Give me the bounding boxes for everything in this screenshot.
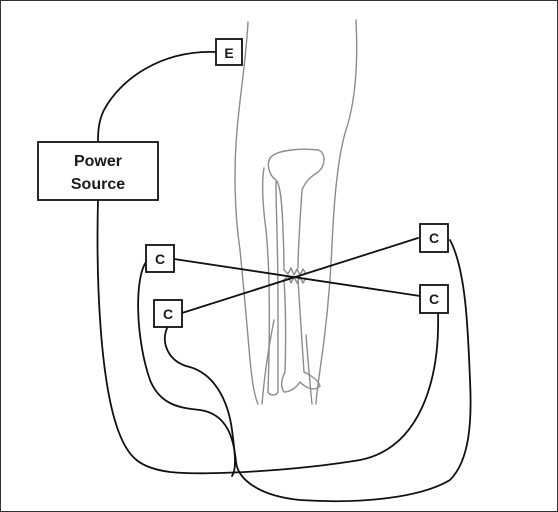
electrode-c-mid-right-label: C: [429, 291, 439, 307]
electrode-e: E: [215, 38, 243, 66]
power-source-label-line2: Source: [71, 176, 125, 193]
leg-outline: [234, 19, 358, 405]
electrode-c-mid-right: C: [419, 284, 449, 314]
electrode-c-top-right-label: C: [429, 230, 439, 246]
electrode-c-mid-left: C: [153, 299, 183, 328]
wire-e-to-power: [97, 51, 217, 143]
wire-c-left-loop: [137, 239, 472, 503]
wire-cross-2: [181, 237, 419, 314]
electrode-c-top-left-label: C: [155, 251, 165, 267]
power-source-box: Power Source: [37, 141, 159, 201]
power-source-label-line1: Power: [74, 153, 122, 170]
electrode-c-mid-left-label: C: [163, 306, 173, 322]
wire-c-mid-loop: [164, 325, 236, 477]
electrode-c-top-left: C: [145, 244, 175, 273]
electrode-c-top-right: C: [419, 223, 449, 253]
wire-power-to-bottom: [96, 199, 440, 475]
wires: [96, 51, 472, 503]
wire-cross-1: [173, 258, 421, 297]
electrode-e-label: E: [224, 45, 233, 61]
